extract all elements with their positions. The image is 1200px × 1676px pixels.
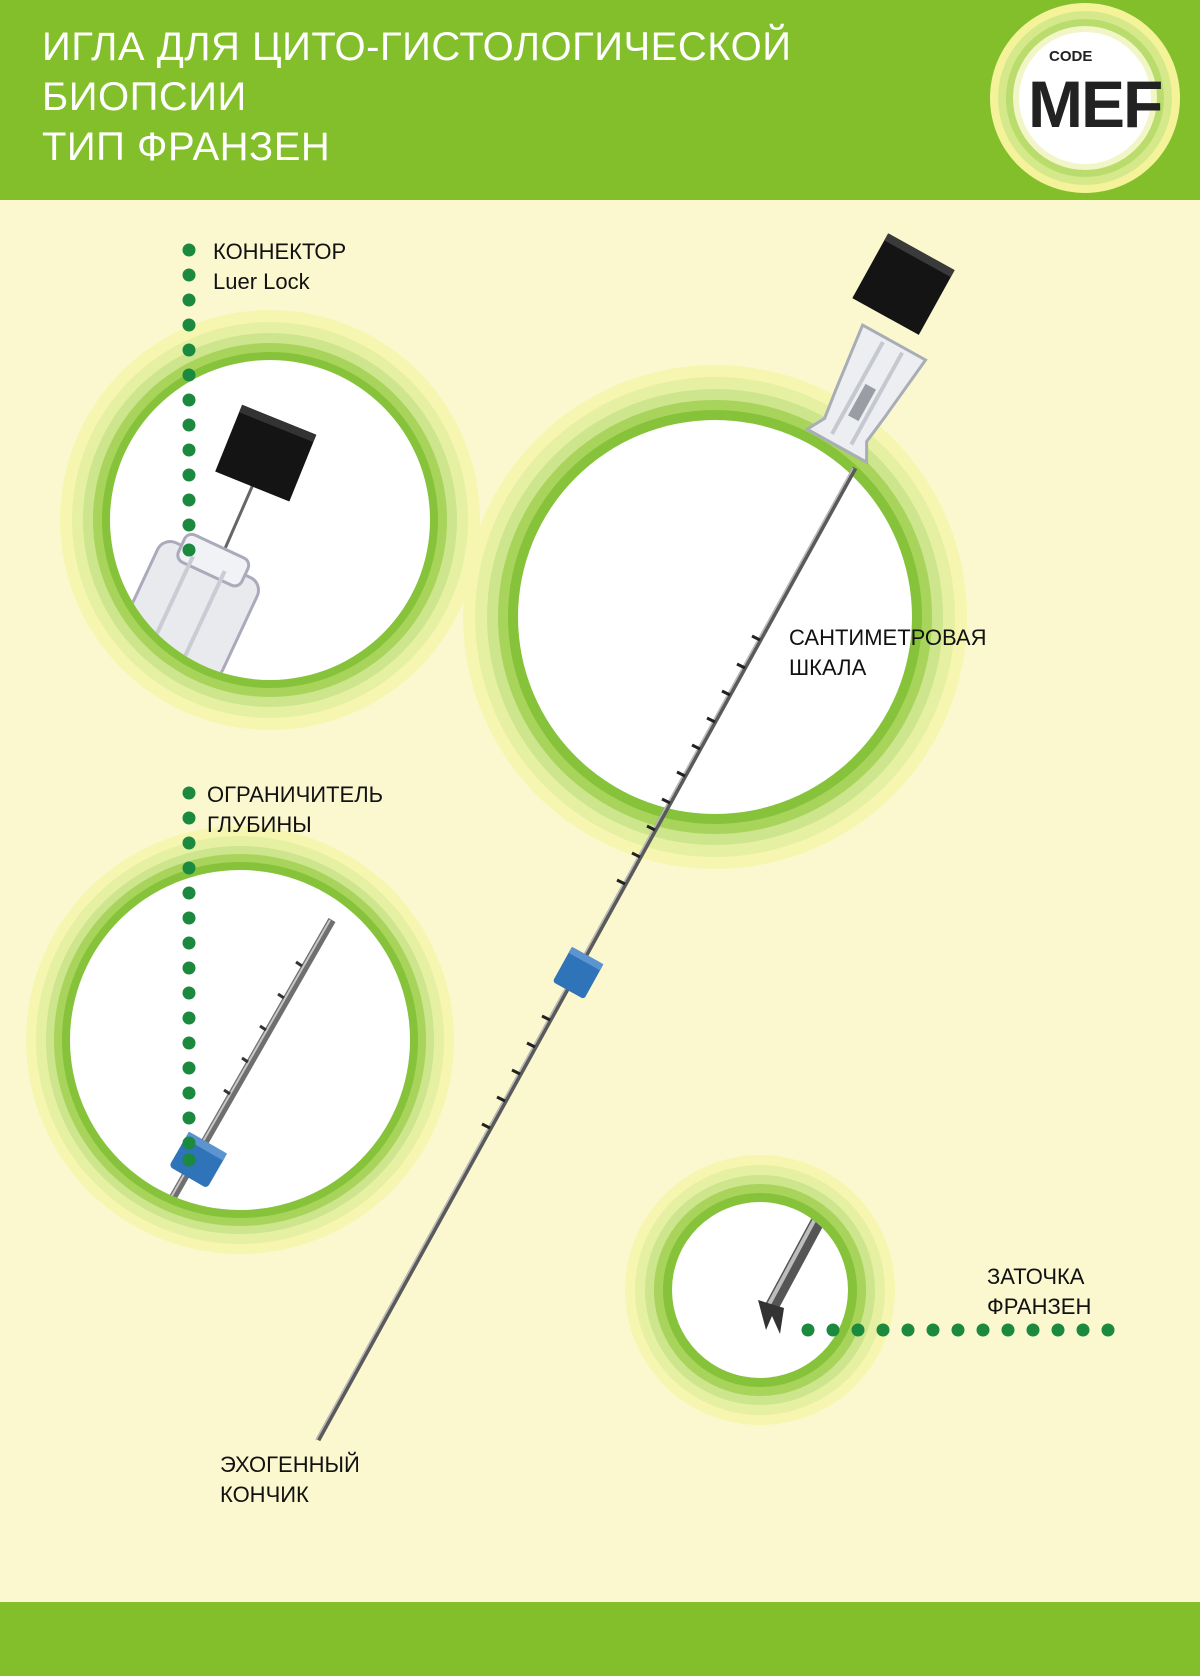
title-line-2: БИОПСИИ bbox=[42, 75, 247, 119]
label-tip-line-1: ЭХОГЕННЫЙ bbox=[220, 1452, 360, 1477]
label-franzen-line-1: ЗАТОЧКА bbox=[987, 1264, 1085, 1289]
label-tip-line-2: КОНЧИК bbox=[220, 1482, 309, 1507]
title-line-1: ИГЛА ДЛЯ ЦИТО-ГИСТОЛОГИЧЕСКОЙ bbox=[42, 25, 792, 69]
label-connector-line-1: КОННЕКТОР bbox=[213, 239, 347, 264]
title-line-3: ТИП ФРАНЗЕН bbox=[42, 125, 331, 169]
footer-band bbox=[0, 1602, 1200, 1676]
callout-dots bbox=[182, 243, 1115, 1337]
limiter-dots bbox=[182, 786, 196, 1167]
franzen-dots bbox=[801, 1323, 1115, 1337]
connector-dots bbox=[182, 243, 196, 557]
limiter-ring bbox=[26, 826, 454, 1254]
label-connector: КОННЕКТОР Luer Lock bbox=[213, 237, 346, 297]
connector-ring bbox=[60, 310, 480, 730]
label-scale: САНТИМЕТРОВАЯ ШКАЛА bbox=[789, 623, 986, 683]
scale-ring bbox=[463, 365, 967, 869]
label-franzen: ЗАТОЧКА ФРАНЗЕН bbox=[987, 1262, 1091, 1322]
label-connector-line-2: Luer Lock bbox=[213, 269, 310, 294]
label-limiter-line-2: ГЛУБИНЫ bbox=[207, 812, 312, 837]
label-scale-line-1: САНТИМЕТРОВАЯ bbox=[789, 625, 987, 650]
label-franzen-line-2: ФРАНЗЕН bbox=[987, 1294, 1092, 1319]
page-title: ИГЛА ДЛЯ ЦИТО-ГИСТОЛОГИЧЕСКОЙ БИОПСИИ ТИ… bbox=[42, 22, 791, 172]
logo-rings bbox=[990, 3, 1180, 193]
label-limiter-line-1: ОГРАНИЧИТЕЛЬ bbox=[207, 782, 384, 807]
franzen-closeup bbox=[758, 1202, 847, 1334]
needle bbox=[315, 233, 955, 1442]
label-tip: ЭХОГЕННЫЙ КОНЧИК bbox=[220, 1450, 360, 1510]
label-limiter: ОГРАНИЧИТЕЛЬ ГЛУБИНЫ bbox=[207, 780, 383, 840]
logo-mef-text: MEF bbox=[1028, 67, 1163, 141]
franzen-ring bbox=[625, 1155, 895, 1425]
logo-code-text: CODE bbox=[1049, 48, 1093, 65]
label-scale-line-2: ШКАЛА bbox=[789, 655, 867, 680]
